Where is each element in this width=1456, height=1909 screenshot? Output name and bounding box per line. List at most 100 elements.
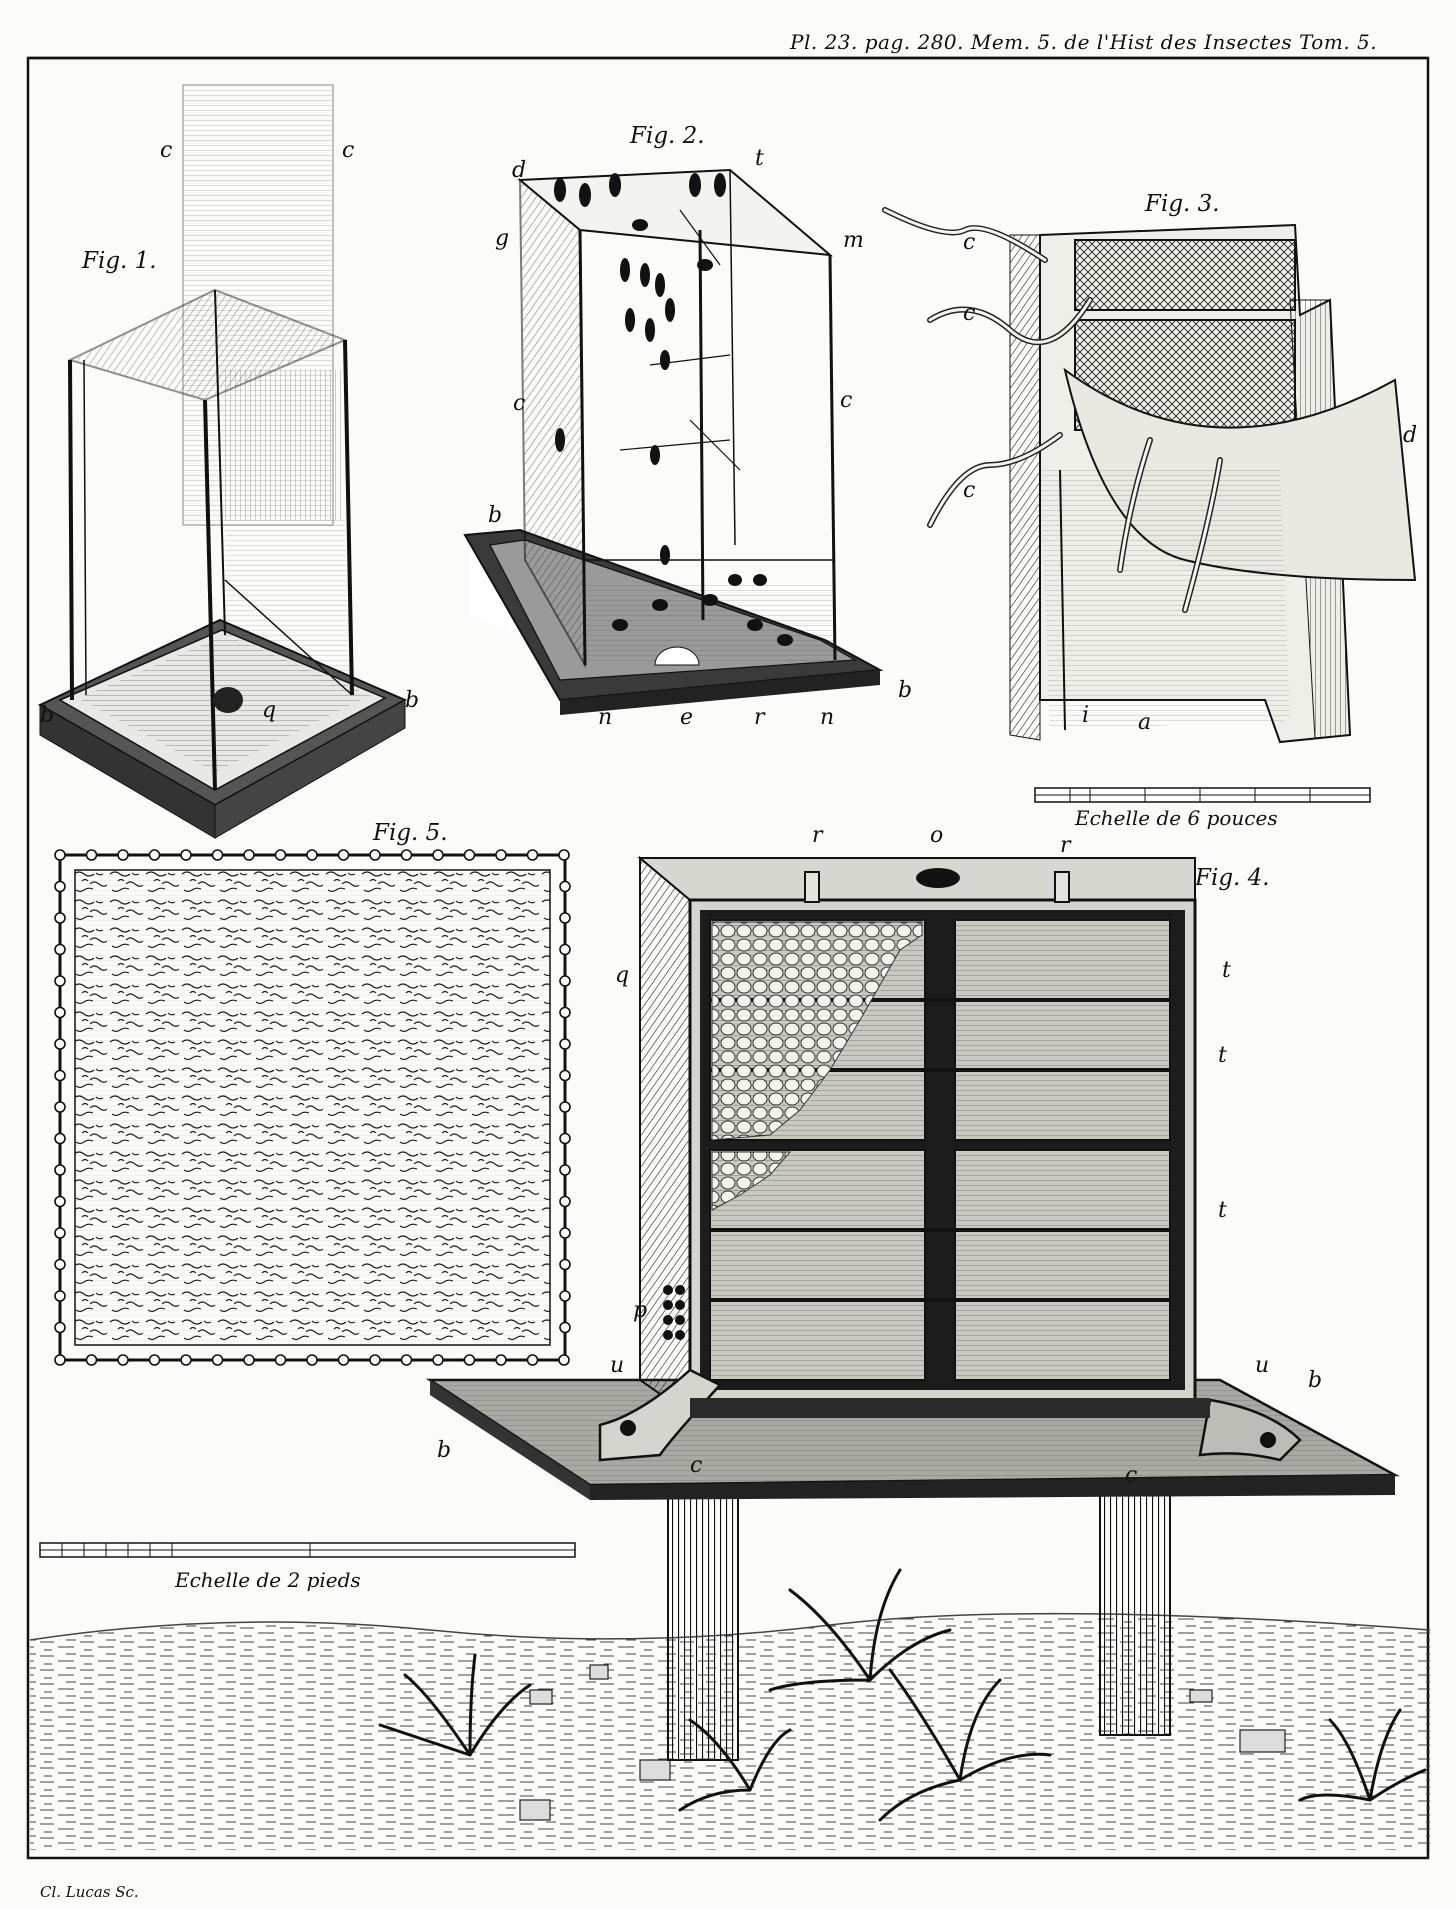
fig1-title: Fig. 1. bbox=[82, 248, 157, 274]
fig4-label-t-middle: t bbox=[1218, 1043, 1227, 1068]
cloth-ring bbox=[54, 1164, 66, 1176]
fig4-label-p: p bbox=[633, 1298, 648, 1323]
fig1-label-b-left: b bbox=[40, 703, 55, 728]
fig1-glass-box bbox=[37, 84, 408, 839]
cloth-ring bbox=[117, 1354, 129, 1366]
cloth-ring bbox=[559, 1290, 571, 1302]
fig1-label-b-right: b bbox=[405, 688, 420, 713]
cloth-ring bbox=[54, 1101, 66, 1113]
cloth-ring bbox=[559, 1101, 571, 1113]
fig4-label-r-right: r bbox=[1060, 833, 1071, 858]
fig4-label-q: q bbox=[615, 963, 630, 988]
cloth-ring bbox=[180, 849, 192, 861]
fig2-label-e: e bbox=[680, 705, 694, 730]
fig2-label-n-left: n bbox=[598, 705, 613, 730]
cloth-ring bbox=[54, 880, 66, 893]
cloth-ring bbox=[274, 1354, 287, 1366]
cloth-ring bbox=[495, 1354, 507, 1366]
fig2-label-n-right: n bbox=[820, 705, 835, 730]
cloth-ring bbox=[54, 1321, 66, 1334]
fig3-label-c-bottom: c bbox=[963, 478, 976, 503]
cloth-ring bbox=[559, 1069, 571, 1082]
fig4-label-c-left: c bbox=[690, 1453, 703, 1478]
cloth-ring bbox=[274, 849, 287, 861]
fig3-label-c-top: c bbox=[963, 230, 976, 255]
cloth-ring bbox=[400, 1354, 413, 1366]
cloth-ring bbox=[306, 849, 318, 861]
fig4-wooden-hive-on-stand bbox=[425, 855, 1400, 1761]
cloth-ring bbox=[243, 849, 255, 861]
fig4-label-b-right: b bbox=[1308, 1368, 1323, 1393]
fig3-bee-bag bbox=[882, 207, 1417, 744]
cloth-ring bbox=[559, 1227, 571, 1239]
fig2-label-c-left: c bbox=[513, 391, 526, 416]
cloth-ring bbox=[306, 1354, 318, 1366]
cloth-ring bbox=[54, 1069, 66, 1082]
scale-label-six-inches: Echelle de 6 pouces bbox=[1075, 806, 1278, 830]
cloth-ring bbox=[54, 1354, 66, 1366]
fig2-title: Fig. 2. bbox=[630, 123, 705, 149]
cloth-ring bbox=[54, 1038, 66, 1050]
fig4-label-c-right: c bbox=[1125, 1463, 1138, 1488]
cloth-ring bbox=[54, 1132, 66, 1145]
cloth-ring bbox=[559, 1258, 571, 1271]
cloth-ring bbox=[54, 849, 66, 861]
fig3-title: Fig. 3. bbox=[1145, 191, 1220, 217]
plate-header: Pl. 23. pag. 280. Mem. 5. de l'Hist des … bbox=[790, 30, 1378, 54]
fig2-label-t: t bbox=[755, 146, 764, 171]
cloth-ring bbox=[495, 849, 507, 861]
cloth-ring bbox=[559, 975, 571, 987]
cloth-ring bbox=[337, 1354, 350, 1366]
fig4-label-t-top: t bbox=[1222, 958, 1231, 983]
fig3-label-d: d bbox=[1403, 423, 1418, 448]
cloth-ring bbox=[559, 912, 571, 924]
fig4-label-t-bottom: t bbox=[1218, 1198, 1227, 1223]
cloth-ring bbox=[54, 975, 66, 987]
fig3-label-c-middle: c bbox=[963, 301, 976, 326]
cloth-ring bbox=[211, 849, 224, 861]
fig1-label-q: q bbox=[262, 698, 277, 723]
cloth-ring bbox=[54, 1258, 66, 1271]
fig4-label-u-right: u bbox=[1255, 1353, 1270, 1378]
cloth-ring bbox=[54, 912, 66, 924]
fig1-label-c-right: c bbox=[342, 138, 355, 163]
cloth-ring bbox=[369, 1354, 381, 1366]
fig4-label-u-left: u bbox=[610, 1353, 625, 1378]
fig2-bee-glass-hive bbox=[463, 168, 884, 715]
cloth-ring bbox=[559, 1321, 571, 1334]
cloth-ring bbox=[148, 1354, 161, 1366]
cloth-ring bbox=[400, 849, 413, 861]
scale-bar-two-feet bbox=[39, 1542, 576, 1558]
cloth-ring bbox=[559, 1164, 571, 1176]
cloth-ring bbox=[463, 849, 476, 861]
fig2-label-g: g bbox=[495, 226, 510, 251]
fig2-label-b-right: b bbox=[898, 678, 913, 703]
cloth-ring bbox=[558, 1354, 570, 1366]
cloth-ring bbox=[337, 849, 350, 861]
cloth-ring bbox=[559, 943, 571, 956]
fig1-label-c-left: c bbox=[160, 138, 173, 163]
fig3-label-i: i bbox=[1082, 703, 1090, 728]
cloth-ring bbox=[369, 849, 381, 861]
cloth-ring bbox=[54, 1195, 66, 1208]
cloth-ring bbox=[559, 1132, 571, 1145]
cloth-ring bbox=[526, 1354, 539, 1366]
scale-bar-six-inches bbox=[1034, 787, 1371, 803]
fig4-title: Fig. 4. bbox=[1195, 865, 1270, 891]
cloth-ring bbox=[243, 1354, 255, 1366]
cloth-ring bbox=[54, 1290, 66, 1302]
fig5-wool-cloth bbox=[54, 849, 571, 1366]
cloth-ring bbox=[54, 1227, 66, 1239]
scale-label-two-feet: Echelle de 2 pieds bbox=[175, 1568, 361, 1592]
fig3-label-a: a bbox=[1138, 710, 1152, 735]
fig4-label-b-left: b bbox=[437, 1438, 452, 1463]
cloth-ring bbox=[54, 1006, 66, 1019]
cloth-ring bbox=[432, 1354, 444, 1366]
cloth-ring bbox=[526, 849, 539, 861]
cloth-ring bbox=[211, 1354, 224, 1366]
cloth-ring bbox=[463, 1354, 476, 1366]
cloth-ring bbox=[117, 849, 129, 861]
cloth-ring bbox=[54, 943, 66, 956]
cloth-ring bbox=[559, 880, 571, 893]
cloth-ring bbox=[559, 1195, 571, 1208]
